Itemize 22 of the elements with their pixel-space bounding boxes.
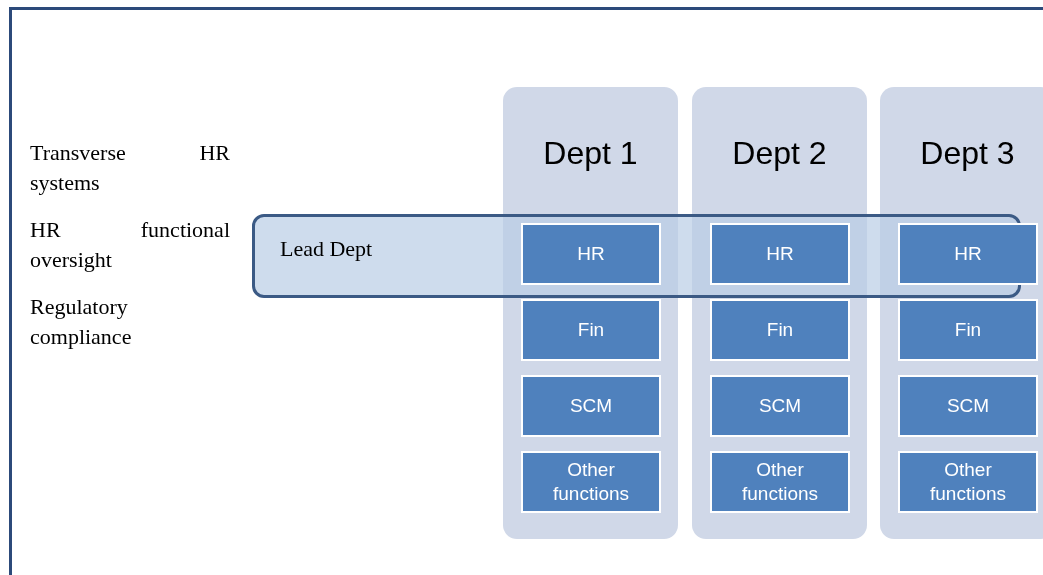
function-box: SCM — [521, 375, 661, 437]
function-box: HR — [898, 223, 1038, 285]
department-column — [503, 87, 678, 539]
function-box: SCM — [898, 375, 1038, 437]
function-box: Other functions — [898, 451, 1038, 513]
side-label: Transverse HR systems — [30, 139, 230, 197]
function-box: SCM — [710, 375, 850, 437]
side-label: Regulatory compliance — [30, 293, 133, 351]
department-column — [692, 87, 867, 539]
function-box: Other functions — [710, 451, 850, 513]
column-heading: Dept 2 — [731, 134, 828, 173]
function-box: HR — [710, 223, 850, 285]
column-heading: Dept 1 — [542, 134, 639, 173]
band-label: Lead Dept — [280, 235, 373, 263]
function-box: Fin — [710, 299, 850, 361]
column-heading: Dept 3 — [919, 134, 1016, 173]
department-column — [880, 87, 1043, 539]
function-box: HR — [521, 223, 661, 285]
function-box: Fin — [898, 299, 1038, 361]
side-label: HR functional oversight — [30, 216, 230, 274]
function-box: Fin — [521, 299, 661, 361]
function-box: Other functions — [521, 451, 661, 513]
